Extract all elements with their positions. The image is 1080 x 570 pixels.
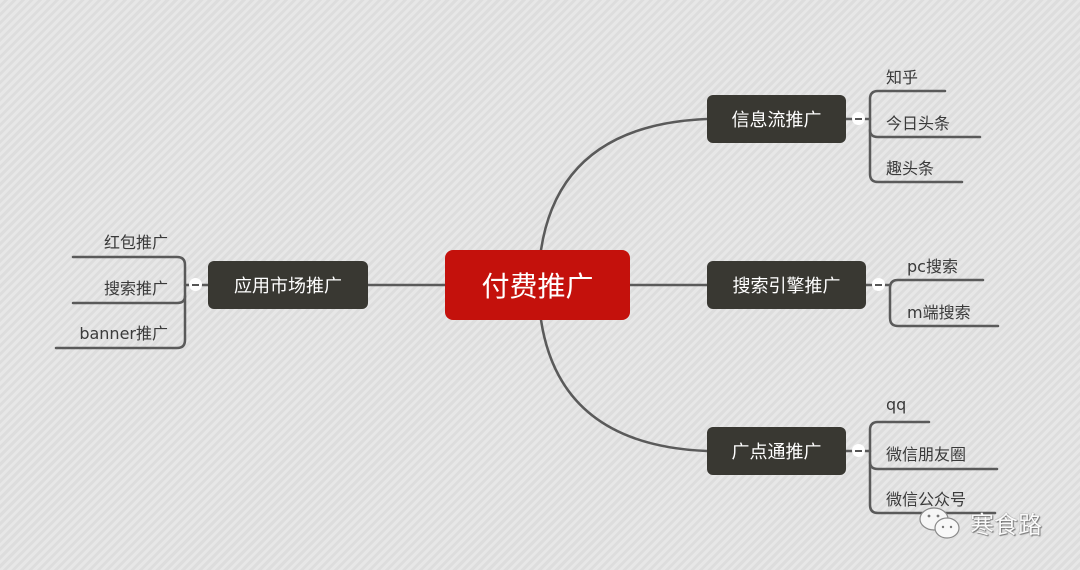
watermark-text: 寒食路 <box>970 511 1042 539</box>
branch-node-guangdiantong[interactable]: 广点通推广 <box>707 427 846 475</box>
branch-label: 搜索引擎推广 <box>732 276 841 297</box>
branch-node-search-engine[interactable]: 搜索引擎推广 <box>707 261 866 309</box>
leaf-search-promo[interactable]: 搜索推广 <box>103 279 168 298</box>
leaf-wechat-official[interactable]: 微信公众号 <box>886 490 967 509</box>
leaf-wechat-moments[interactable]: 微信朋友圈 <box>886 445 967 464</box>
leaf-pc-search[interactable]: pc搜索 <box>907 257 958 276</box>
leaf-toutiao[interactable]: 今日头条 <box>886 114 951 133</box>
root-node-paid-promotion[interactable]: 付费推广 <box>445 250 630 320</box>
connector-root-guangdiantong <box>539 318 709 453</box>
branch-node-app-market[interactable]: 应用市场推广 <box>208 261 368 309</box>
branch-label: 信息流推广 <box>731 110 822 131</box>
leaf-banner-promo[interactable]: banner推广 <box>79 324 168 343</box>
branch-label: 应用市场推广 <box>234 276 342 297</box>
collapse-toggle-icon[interactable] <box>852 444 865 457</box>
collapse-toggle-icon[interactable] <box>852 112 865 125</box>
leaf-mobile-search[interactable]: m端搜索 <box>907 303 971 322</box>
leaf-red-packet[interactable]: 红包推广 <box>103 233 168 252</box>
branch-label: 广点通推广 <box>731 442 822 463</box>
root-label: 付费推广 <box>481 270 594 303</box>
leaf-zhihu[interactable]: 知乎 <box>886 68 919 87</box>
connector-root-xinxiliu <box>539 117 709 252</box>
collapse-toggle-icon[interactable] <box>872 278 885 291</box>
leaf-qq[interactable]: qq <box>886 395 907 414</box>
collapse-toggle-icon[interactable] <box>189 278 202 291</box>
branch-node-feed-ads[interactable]: 信息流推广 <box>707 95 846 143</box>
leaf-qutoutiao[interactable]: 趣头条 <box>886 159 935 178</box>
watermark: 寒食路 <box>918 505 1042 540</box>
wechat-icon <box>919 506 960 539</box>
